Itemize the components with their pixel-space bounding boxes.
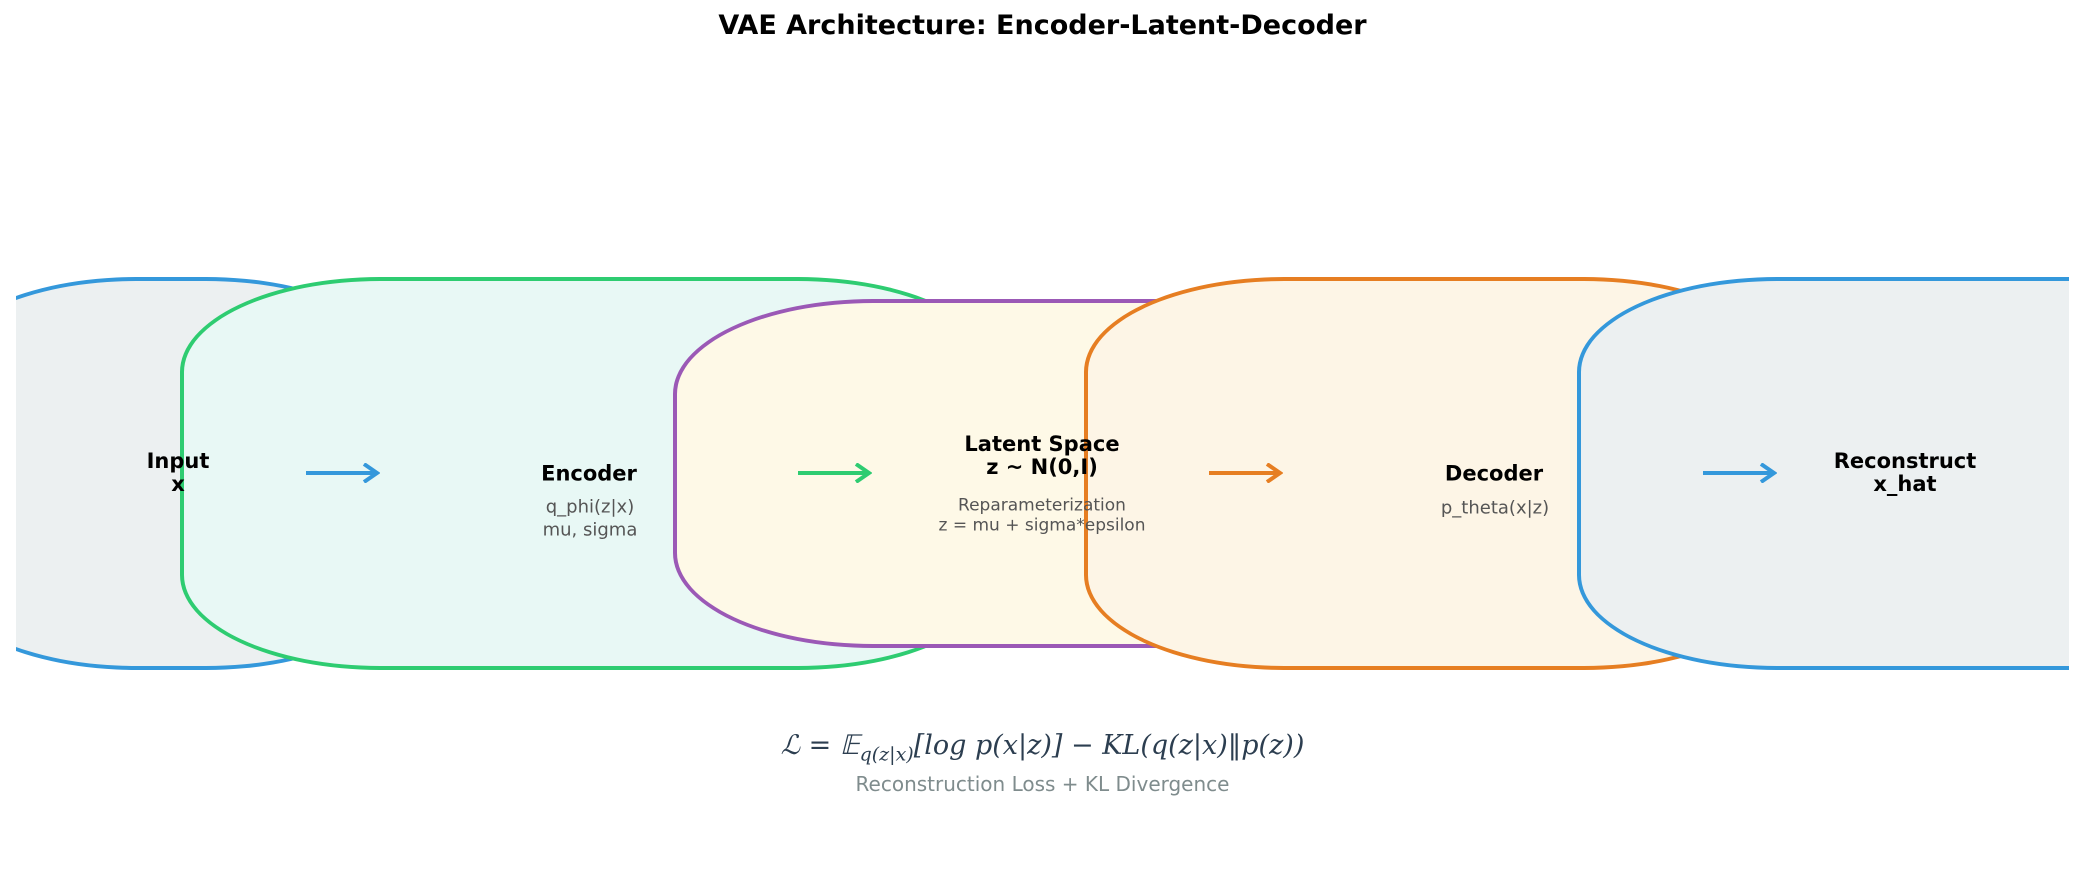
arrow-right-icon bbox=[1703, 463, 1777, 483]
encoder-label: Encoder bbox=[541, 461, 637, 486]
formula-lhs: ℒ = 𝔼 bbox=[780, 730, 860, 761]
decoder-sub: p_theta(x|z) bbox=[1440, 497, 1550, 519]
arrow-right-icon bbox=[1209, 463, 1283, 483]
encoder-sub: q_phi(z|x) mu, sigma bbox=[542, 496, 638, 541]
arrow-right-icon bbox=[798, 463, 872, 483]
formula-rhs: [log p(x|z)] − KL(q(z|x)‖p(z)) bbox=[913, 730, 1305, 761]
latent-label: Latent Space z ~ N(0,I) bbox=[964, 431, 1120, 479]
input-label: Input x bbox=[146, 448, 210, 496]
formula-caption: Reconstruction Loss + KL Divergence bbox=[855, 772, 1230, 796]
decoder-label: Decoder bbox=[1444, 461, 1544, 486]
reconstruct-block bbox=[1577, 277, 2069, 670]
formula-subscript: q(z|x) bbox=[859, 743, 914, 766]
latent-sub: Reparameterization z = mu + sigma*epsilo… bbox=[938, 495, 1146, 536]
loss-formula: ℒ = 𝔼q(z|x)[log p(x|z)] − KL(q(z|x)‖p(z)… bbox=[0, 730, 2085, 765]
diagram-title: VAE Architecture: Encoder-Latent-Decoder bbox=[718, 10, 1367, 41]
arrow-right-icon bbox=[306, 463, 380, 483]
diagram-canvas bbox=[16, 0, 2069, 884]
reconstruct-label: Reconstruct x_hat bbox=[1833, 448, 1977, 496]
